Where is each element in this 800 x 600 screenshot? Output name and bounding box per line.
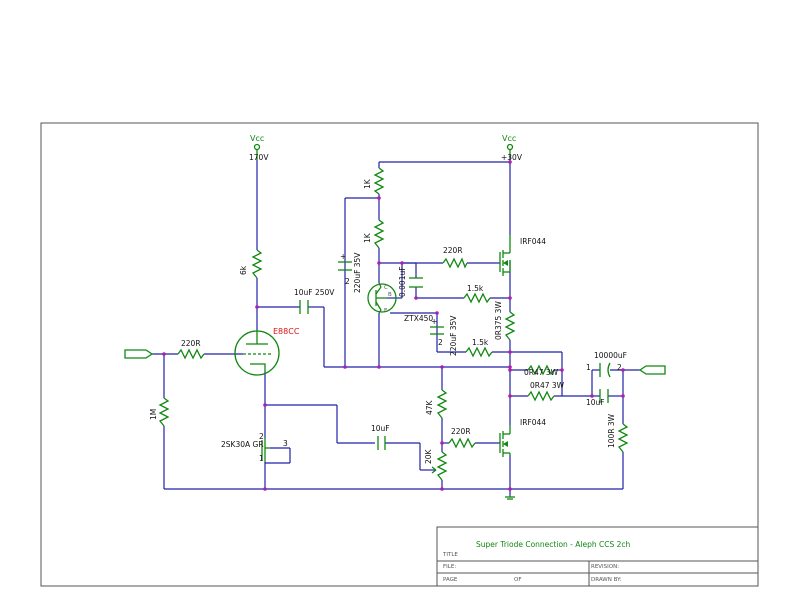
cap-220uf-mid-plus: + bbox=[431, 317, 437, 326]
label-220uf-mid: 220uF 35V bbox=[449, 315, 458, 356]
resistor-0r47-b: 0R47 3W bbox=[527, 381, 565, 402]
vcc-right-symbol: Vcc +30V bbox=[501, 134, 523, 162]
jfet-pin1: 1 bbox=[259, 454, 264, 463]
label-220r-gate-bot: 220R bbox=[451, 427, 471, 436]
resistor-220r-grid: 220R bbox=[177, 339, 205, 360]
cap-220uf-top-pin: 2 bbox=[345, 277, 350, 286]
label-1-5k-b: 1.5k bbox=[472, 338, 489, 347]
resistor-1-5k-a: 1.5k bbox=[463, 284, 491, 304]
cap-10000uf-pin2: 2 bbox=[617, 363, 622, 372]
bjt-pin-e: E bbox=[384, 308, 388, 314]
file-label: FILE: bbox=[443, 564, 456, 570]
drawn-by-label: DRAWN BY: bbox=[591, 577, 622, 583]
mosfet-bot-irf044: IRF044 bbox=[499, 418, 546, 457]
capacitor-10uf-250v: 10uF 250V bbox=[294, 288, 335, 314]
potentiometer-20k: 20K bbox=[424, 448, 448, 481]
vacuum-tube-e88cc: E88CC bbox=[234, 327, 300, 376]
label-1k-top: 1K bbox=[363, 178, 372, 189]
junction-dots bbox=[162, 160, 625, 491]
mosfet-top-irf044: IRF044 bbox=[499, 235, 546, 276]
label-10uf-mid: 10uF bbox=[371, 424, 390, 433]
label-220r-grid: 220R bbox=[181, 339, 201, 348]
label-ztx450: ZTX450 bbox=[404, 314, 433, 323]
vcc-left-voltage: 170V bbox=[249, 153, 269, 162]
label-0r47-b: 0R47 3W bbox=[530, 381, 565, 390]
page-label: PAGE bbox=[443, 577, 458, 583]
wires bbox=[152, 158, 640, 497]
vcc-right-label: Vcc bbox=[502, 134, 516, 143]
label-47k: 47K bbox=[425, 399, 434, 415]
label-0001uf: 0.001uF bbox=[398, 266, 407, 297]
label-1m: 1M bbox=[149, 409, 158, 420]
input-connector bbox=[124, 349, 154, 359]
label-e88cc: E88CC bbox=[273, 327, 300, 336]
resistor-6k: 6k bbox=[239, 249, 263, 279]
label-1-5k-a: 1.5k bbox=[467, 284, 484, 293]
capacitor-10000uf: 10000uF 1 2 bbox=[586, 351, 627, 378]
resistor-0r375: 0R375 3W bbox=[494, 301, 516, 341]
ground-symbol bbox=[505, 496, 515, 500]
title-value: Super Triode Connection - Aleph CCS 2ch bbox=[476, 540, 631, 549]
resistor-220r-gate-top: 220R bbox=[442, 246, 468, 269]
resistor-1-5k-b: 1.5k bbox=[465, 338, 493, 358]
label-10uf-250v: 10uF 250V bbox=[294, 288, 335, 297]
sheet-border bbox=[40, 122, 759, 587]
label-1k-2: 1K bbox=[363, 232, 372, 243]
resistor-100r: 100R 3W bbox=[607, 413, 629, 453]
title-label: TITLE bbox=[442, 552, 458, 558]
capacitor-10uf-out: 10uF bbox=[586, 389, 609, 407]
output-connector bbox=[638, 365, 666, 375]
cap-220uf-top-plus: + bbox=[340, 252, 346, 261]
revision-label: REVISION: bbox=[591, 564, 619, 570]
jfet-pin2: 2 bbox=[259, 432, 264, 441]
label-2sk30a: 2SK30A GR bbox=[221, 440, 264, 449]
bjt-pin-c: C bbox=[384, 285, 388, 291]
vcc-right-voltage: +30V bbox=[501, 153, 523, 162]
label-0r47-a: 0R47 3W bbox=[524, 368, 559, 377]
resistor-1k-top: 1K bbox=[363, 167, 385, 195]
cap-220uf-mid-pin: 2 bbox=[438, 338, 443, 347]
label-10uf-out: 10uF bbox=[586, 398, 605, 407]
resistor-1k-2: 1K bbox=[363, 219, 385, 249]
label-0r375: 0R375 3W bbox=[494, 301, 503, 340]
label-mosfet-bot: IRF044 bbox=[520, 418, 546, 427]
title-block: Super Triode Connection - Aleph CCS 2ch … bbox=[436, 526, 759, 587]
cap-10000uf-pin1: 1 bbox=[586, 363, 591, 372]
resistor-0r47-a: 0R47 3W bbox=[524, 364, 559, 377]
bjt-ztx450: C B E ZTX450 bbox=[367, 282, 433, 323]
vcc-left-label: Vcc bbox=[250, 134, 264, 143]
label-mosfet-top: IRF044 bbox=[520, 237, 546, 246]
label-220uf-top: 220uF 35V bbox=[353, 252, 362, 293]
resistor-47k: 47K bbox=[425, 389, 448, 419]
label-220r-gate-top: 220R bbox=[443, 246, 463, 255]
of-label: OF bbox=[514, 577, 522, 583]
resistor-1m: 1M bbox=[149, 397, 170, 427]
capacitor-10uf-mid: 10uF bbox=[371, 424, 390, 450]
jfet-pin3: 3 bbox=[283, 439, 288, 448]
label-20k: 20K bbox=[424, 448, 433, 464]
label-100r: 100R 3W bbox=[607, 413, 616, 448]
vcc-left-symbol: Vcc 170V bbox=[249, 134, 269, 162]
capacitor-220uf-mid: + 2 220uF 35V bbox=[430, 315, 458, 356]
capacitor-220uf-top: + 2 220uF 35V bbox=[338, 252, 362, 293]
label-6k: 6k bbox=[239, 265, 248, 275]
bjt-pin-b: B bbox=[388, 292, 392, 298]
label-10000uf: 10000uF bbox=[594, 351, 627, 360]
jfet-2sk30a: 2SK30A GR 2 3 1 bbox=[221, 432, 288, 463]
capacitor-0001uf: 0.001uF bbox=[398, 266, 423, 297]
resistor-220r-gate-bot: 220R bbox=[448, 427, 476, 449]
